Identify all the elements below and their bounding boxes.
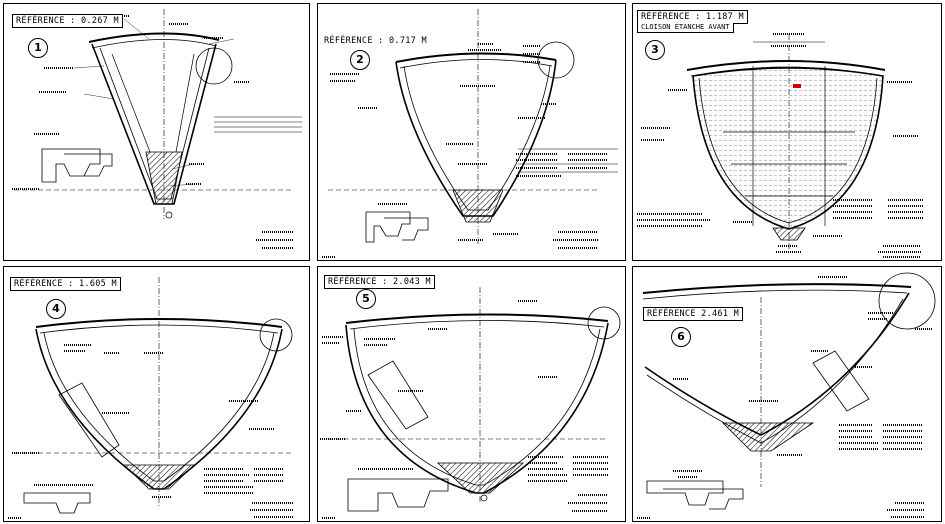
hull-section-drawing-5: [320, 287, 621, 519]
section-panel-3: RÉFÉRENCE : 1.187 M CLOISON ÉTANCHE AVAN…: [632, 3, 942, 261]
reference-sublabel: CLOISON ÉTANCHE AVANT: [637, 23, 734, 33]
hull-section-drawing-3: [637, 33, 923, 258]
hull-section-drawing-6: [637, 272, 936, 519]
section-panel-6: RÉFÉRENCE 2.461 M 6: [632, 266, 942, 522]
section-number: 3: [645, 40, 665, 60]
section-number: 6: [671, 327, 691, 347]
reference-label: RÉFÉRENCE : 2.043 M: [324, 275, 435, 289]
hull-section-drawing-4: [8, 277, 294, 519]
section-panel-2: RÉFÉRENCE : 0.717 M 2: [317, 3, 626, 261]
section-number: 1: [28, 38, 48, 58]
hull-section-drawing-2: [322, 9, 618, 258]
section-number: 2: [350, 50, 370, 70]
reference-label: RÉFÉRENCE : 0.717 M: [324, 36, 427, 46]
section-panel-1: RÉFÉRENCE : 0.267 M 1: [3, 3, 310, 261]
reference-label: RÉFÉRENCE : 1.187 M: [637, 10, 748, 24]
hull-section-drawing-1: [12, 9, 302, 249]
reference-label: RÉFÉRENCE : 1.605 M: [10, 277, 121, 291]
section-number: 5: [356, 289, 376, 309]
reference-label: RÉFÉRENCE : 0.267 M: [12, 14, 123, 28]
section-panel-5: RÉFÉRENCE : 2.043 M 5: [317, 266, 626, 522]
reference-label: RÉFÉRENCE 2.461 M: [643, 307, 744, 321]
section-panel-4: RÉFÉRENCE : 1.605 M 4: [3, 266, 310, 522]
section-number: 4: [46, 299, 66, 319]
